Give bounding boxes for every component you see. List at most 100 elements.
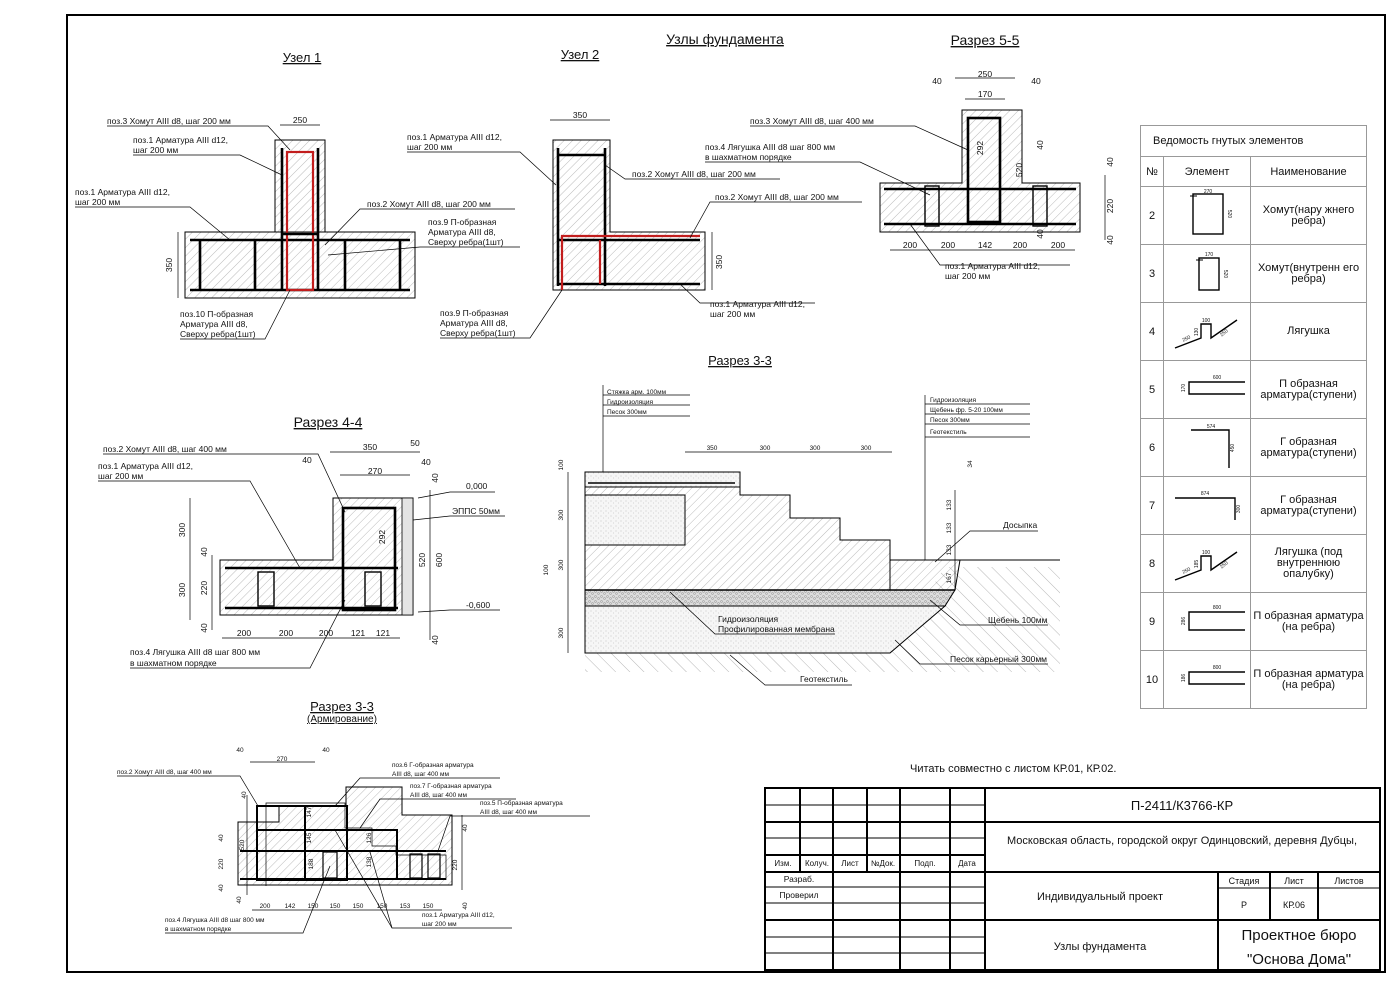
dim: 220 (199, 581, 209, 595)
dim: 292 (975, 141, 985, 155)
callout: Арматура АIII d8, (440, 318, 508, 328)
dim: 40 (218, 834, 225, 842)
dim: 300 (558, 559, 565, 570)
callout: поз.9 П-образная (428, 217, 497, 227)
dim: 200 (279, 628, 293, 638)
role-checker: Проверил (779, 890, 818, 900)
dim: 300 (810, 445, 821, 452)
dim: 250 (1219, 328, 1229, 338)
dim: 34 (967, 460, 974, 468)
dim: 300 (558, 627, 565, 638)
sheets-header: Листов (1334, 876, 1363, 886)
dim: 170 (1205, 252, 1214, 258)
company-name: "Основа Дома" (1247, 951, 1351, 968)
dim: 40 (218, 884, 225, 892)
dim: 350 (707, 445, 718, 452)
row-no: 3 (1140, 244, 1164, 303)
row-no: 4 (1140, 302, 1164, 361)
dim: 40 (236, 896, 243, 904)
dim: 300 (1236, 505, 1242, 514)
row-no: 7 (1140, 476, 1164, 535)
element-sketch: 800 186 (1163, 650, 1251, 709)
gravel-label: Щебень 100мм (988, 615, 1048, 625)
callout: АIII d8, шаг 400 мм (410, 792, 468, 799)
sand-label: Песок карьерный 300мм (950, 654, 1047, 664)
dim: 200 (319, 628, 333, 638)
sheet-frame (66, 14, 1386, 973)
dim: 150 (330, 903, 341, 910)
callout: поз.5 П-образная арматура (480, 799, 563, 807)
dim: 200 (903, 240, 917, 250)
dim: 220 (452, 859, 459, 870)
layer-label: Песок 300мм (930, 417, 970, 424)
callout: поз.4 Лягушка АIII d8 шаг 800 мм (130, 647, 260, 657)
row-no: 8 (1140, 534, 1164, 593)
fill-label: Досыпка (1003, 520, 1037, 530)
col-header: Дата (958, 859, 976, 868)
col-header: №Док. (871, 859, 895, 868)
dim: 300 (177, 523, 187, 537)
callout: поз.2 Хомут АIII d8, шаг 200 мм (367, 199, 491, 209)
dim: 450 (1230, 444, 1236, 453)
section-3-3-title: Разрез 3-3 (708, 353, 772, 368)
dim: 186 (1181, 674, 1187, 683)
dim: 270 (277, 756, 288, 763)
section-3-3r-subtitle: (Армирование) (307, 714, 377, 725)
dim: 520 (239, 839, 246, 850)
callout: поз.10 П-образная (180, 309, 254, 319)
row-no: 6 (1140, 418, 1164, 477)
dim: 130 (1194, 328, 1200, 337)
section-3-3-reinforcement: Разрез 3-3 (Армирование) 40 270 40 40 52… (117, 699, 590, 934)
callout: поз.1 Арматура АIII d12, (710, 299, 805, 309)
dim: 40 (199, 623, 209, 633)
role-developer: Разраб. (784, 874, 815, 884)
dim: 126 (366, 832, 373, 843)
dim: 800 (1213, 665, 1222, 671)
bending-schedule-table: Ведомость гнутых элементов № Элемент Наи… (1140, 125, 1367, 709)
dim: 250 (1182, 335, 1192, 344)
insulation-label: ЭППС 50мм (452, 506, 500, 516)
callout: в шахматном порядке (130, 658, 217, 668)
dim: 40 (236, 747, 244, 754)
dim: 600 (1213, 375, 1222, 381)
dim: 185 (1194, 560, 1200, 569)
dim: 800 (1213, 605, 1222, 611)
section-3-3: Разрез 3-3 Стяжка арм. 100мм Гидроизоляц… (543, 353, 1060, 686)
sheet-header: Лист (1284, 876, 1304, 886)
row-name: Хомут(нару жнего ребра) (1250, 186, 1367, 245)
stage-value: Р (1241, 900, 1247, 910)
row-name: Г образная арматура(ступени) (1250, 476, 1367, 535)
callout: в шахматном порядке (705, 152, 792, 162)
sheet-note: Читать совместно с листом КР.01, КР.02. (910, 763, 1116, 775)
dim: 40 (430, 473, 440, 483)
dim: 100 (1202, 550, 1211, 556)
dim: 300 (760, 445, 771, 452)
dim: 40 (1035, 229, 1045, 239)
dim: 40 (241, 791, 248, 799)
dim: 300 (861, 445, 872, 452)
callout: поз.1 Арматура АIII d12, (945, 261, 1040, 271)
callout: поз.2 Хомут АIII d8, шаг 400 мм (103, 444, 227, 454)
callout: поз.1 Арматура АIII d12, (407, 132, 502, 142)
dim: 600 (434, 553, 444, 567)
dim: 250 (293, 115, 307, 125)
dim: 40 (421, 457, 431, 467)
dim: 270 (368, 466, 382, 476)
row-no: 2 (1140, 186, 1164, 245)
document-code: П-2411/К3766-КР (1131, 798, 1233, 813)
layer-label: Гидроизоляция (607, 399, 653, 406)
dim: 520 (1226, 210, 1232, 219)
membrane-label: Профилированная мембрана (718, 624, 835, 634)
col-header-name: Наименование (1250, 156, 1367, 187)
table-caption: Ведомость гнутых элементов (1140, 125, 1367, 157)
sheet-title: Узлы фундамента (666, 31, 784, 47)
callout: Сверху ребра(1шт) (440, 328, 516, 338)
dim: 40 (199, 547, 209, 557)
dim: 40 (322, 747, 330, 754)
col-header: Колуч. (805, 859, 829, 868)
